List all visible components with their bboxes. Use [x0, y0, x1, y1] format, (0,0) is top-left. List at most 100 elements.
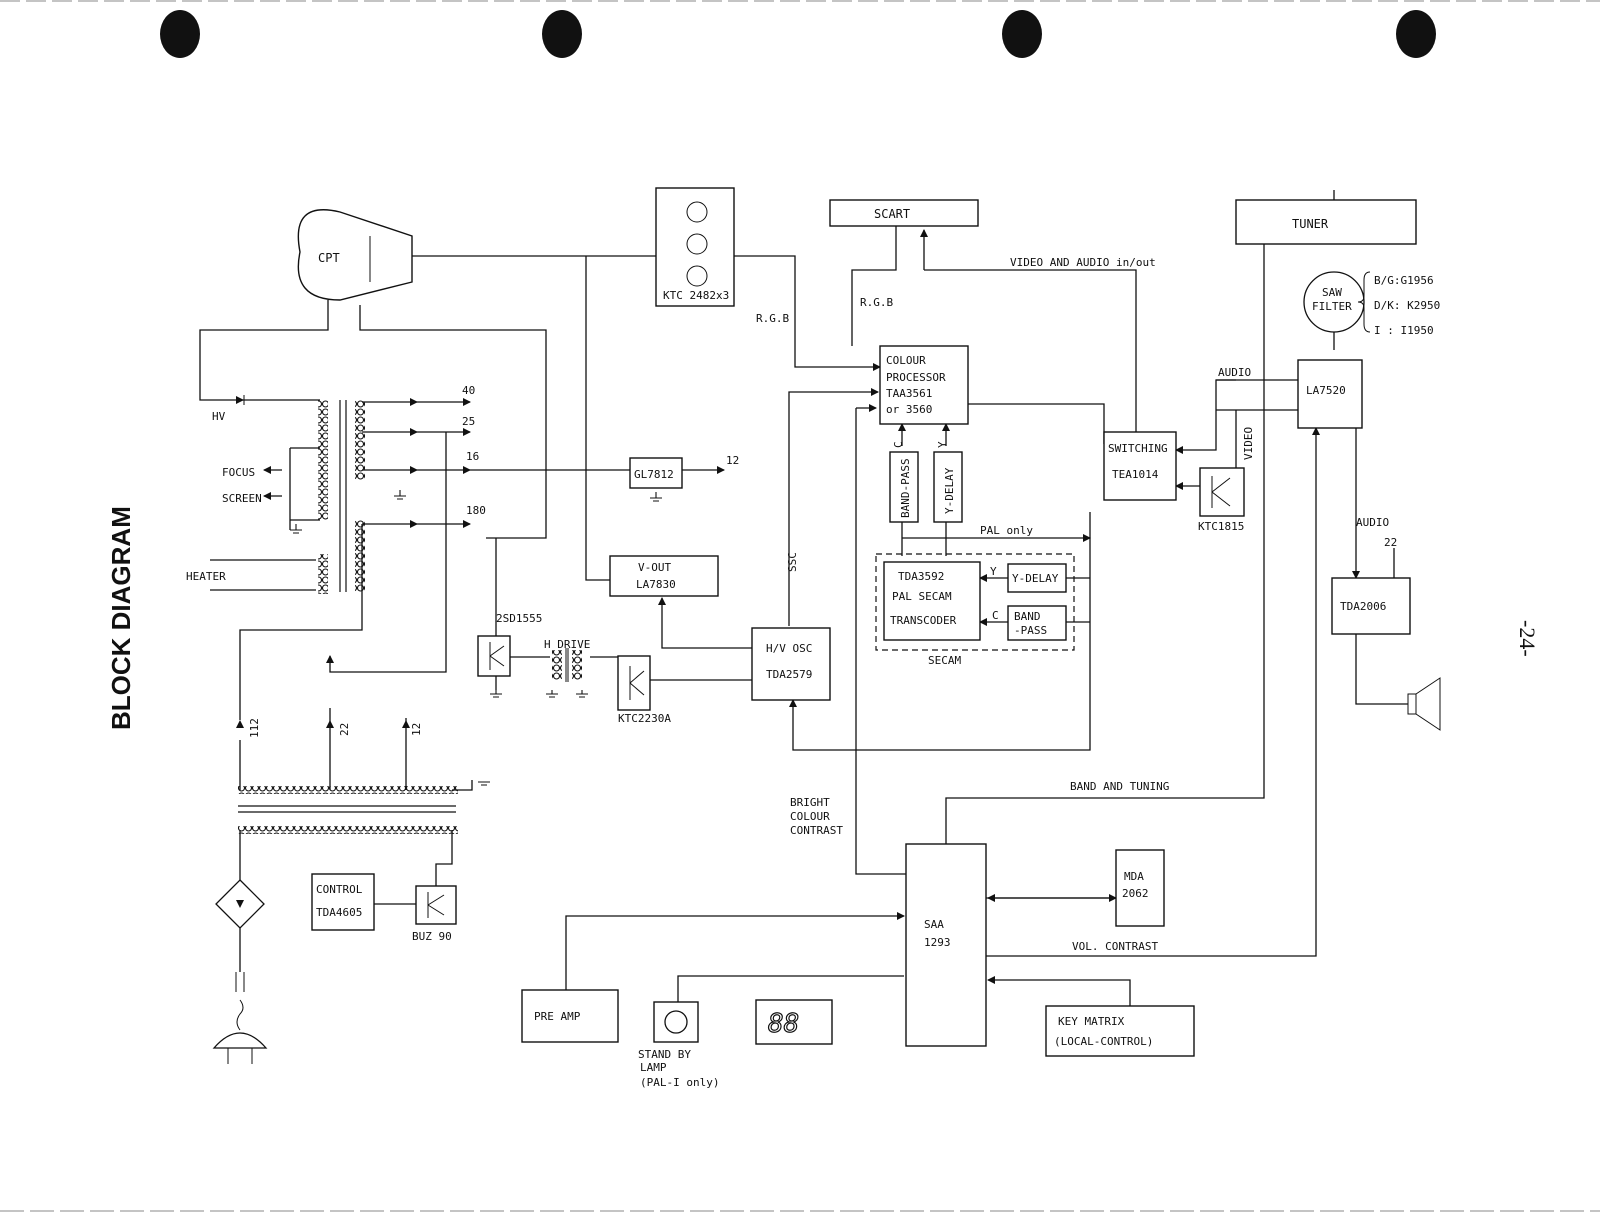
key-matrix-block: KEY MATRIX (LOCAL-CONTROL)	[1045, 1005, 1195, 1057]
scart-label: SCART	[874, 207, 910, 221]
ktc2230a-transistor	[617, 655, 651, 711]
h-drive-transformer	[552, 648, 582, 682]
page-number: -24-	[1515, 620, 1540, 657]
y-delay-label: Y-DELAY	[1012, 572, 1059, 585]
cpt-block: CPT	[297, 209, 413, 301]
tda2006-block: TDA2006	[1331, 577, 1411, 635]
pre-amp-label: PRE AMP	[534, 1010, 581, 1023]
tda3592-label-2: PAL SECAM	[892, 590, 952, 603]
bridge-rectifier	[215, 879, 265, 929]
switching-label-2: TEA1014	[1112, 468, 1159, 481]
control-label-1: CONTROL	[316, 883, 363, 896]
audio-top-label: AUDIO	[1218, 366, 1251, 379]
tda3592-label-3: TRANSCODER	[890, 614, 957, 627]
v40-label: 40	[462, 384, 475, 397]
mda2062-block: MDA 2062	[1115, 849, 1165, 927]
annotations: HV FOCUS SCREEN HEATER 40 25 16 180 12 R…	[186, 256, 1397, 1089]
ktc1815-label: KTC1815	[1198, 520, 1244, 533]
secam-module: TDA3592 PAL SECAM TRANSCODER Y-DELAY BAN…	[875, 553, 1075, 667]
vol-contrast-label: VOL. CONTRAST	[1072, 940, 1158, 953]
rgb-scart-label: R.G.B	[860, 296, 893, 309]
saa-label-2: 1293	[924, 936, 951, 949]
tuner-block: TUNER	[1235, 199, 1417, 245]
ktc2482-block: KTC 2482x3	[655, 187, 735, 307]
h-drive-label: H DRIVE	[544, 638, 590, 651]
v-out-label-2: LA7830	[636, 578, 676, 591]
switching-label-1: SWITCHING	[1108, 442, 1168, 455]
band-tuning-label: BAND AND TUNING	[1070, 780, 1169, 793]
v-out-label-1: V-OUT	[638, 561, 671, 574]
control-tda4605-block: CONTROL TDA4605	[311, 873, 375, 931]
y-delay-v-label: Y-DELAY	[943, 467, 956, 514]
ssc-label: SSC	[786, 552, 799, 572]
saw-filter-block: SAW FILTER B/G:G1956 D/K: K2950 I : I195…	[1303, 271, 1440, 337]
v12-label: 12	[410, 723, 423, 736]
speaker-icon	[1407, 677, 1441, 731]
standby-lamp	[653, 1001, 699, 1043]
cp-label-4: or 3560	[886, 403, 932, 416]
colour-processor-block: COLOUR PROCESSOR TAA3561 or 3560	[879, 345, 969, 425]
video-audio-label: VIDEO AND AUDIO in/out	[1010, 256, 1156, 269]
screen-label: SCREEN	[222, 492, 262, 505]
saw-option-dk: D/K: K2950	[1374, 299, 1440, 312]
y-delay-vertical-block: Y-DELAY	[933, 451, 963, 523]
saa-label-1: SAA	[924, 918, 944, 931]
cp-label-2: PROCESSOR	[886, 371, 946, 384]
buz90-transistor	[415, 885, 457, 925]
pre-amp-block: PRE AMP	[521, 989, 619, 1043]
video-v-label: VIDEO	[1242, 427, 1255, 460]
contrast-label: CONTRAST	[790, 824, 843, 837]
v16-label: 16	[466, 450, 479, 463]
saw-label-1: SAW	[1322, 286, 1342, 299]
hv-label: HV	[212, 410, 226, 423]
c-top-label: C	[892, 441, 905, 448]
la7520-label: LA7520	[1306, 384, 1346, 397]
tda3592-label-1: TDA3592	[898, 570, 944, 583]
cpt-label: CPT	[318, 251, 340, 265]
bright-label: BRIGHT	[790, 796, 830, 809]
buz90-label: BUZ 90	[412, 930, 452, 943]
saw-option-bg: B/G:G1956	[1374, 274, 1434, 287]
lamp-label: LAMP	[640, 1061, 667, 1074]
pal-i-label: (PAL-I only)	[640, 1076, 719, 1089]
switching-block: SWITCHING TEA1014	[1103, 431, 1177, 501]
c-small-label: C	[992, 609, 999, 622]
audio-right-label: AUDIO	[1356, 516, 1389, 529]
display-digits: 88	[768, 1009, 799, 1039]
key-matrix-label-2: (LOCAL-CONTROL)	[1054, 1035, 1153, 1048]
ktc2230a-label: KTC2230A	[618, 712, 671, 725]
hv-osc-block: H/V OSC TDA2579	[751, 627, 831, 701]
mda-label-1: MDA	[1124, 870, 1144, 883]
diagram-title: BLOCK DIAGRAM	[106, 506, 136, 730]
gl7812-label: GL7812	[634, 468, 674, 481]
saw-option-i: I : I1950	[1374, 324, 1434, 337]
mains-plug-icon	[212, 972, 268, 1064]
pal-only-label: PAL only	[980, 524, 1033, 537]
v112-label: 112	[248, 718, 261, 738]
ktc1815-block: KTC1815	[1198, 467, 1245, 533]
hv-osc-label-1: H/V OSC	[766, 642, 812, 655]
hv-osc-label-2: TDA2579	[766, 668, 812, 681]
colour-label: COLOUR	[790, 810, 830, 823]
v12-out-label: 12	[726, 454, 739, 467]
secam-label: SECAM	[928, 654, 961, 667]
band-pass-v-label: BAND-PASS	[899, 458, 912, 518]
v22-label: 22	[338, 723, 351, 736]
v25-label: 25	[462, 415, 475, 428]
power-transformer	[238, 786, 458, 834]
saw-label-2: FILTER	[1312, 300, 1352, 313]
seven-segment-display: 88	[755, 999, 833, 1045]
band-pass-label-1: BAND	[1014, 610, 1041, 623]
diodes	[236, 395, 418, 728]
saa1293-block: SAA 1293	[905, 843, 987, 1047]
control-label-2: TDA4605	[316, 906, 362, 919]
wires	[199, 190, 1408, 1006]
2sd1555-transistor	[477, 635, 511, 677]
v180-label: 180	[466, 504, 486, 517]
y-top-label: Y	[936, 441, 949, 448]
cp-label-1: COLOUR	[886, 354, 926, 367]
mda-label-2: 2062	[1122, 887, 1149, 900]
tuner-label: TUNER	[1292, 217, 1329, 231]
cp-label-3: TAA3561	[886, 387, 932, 400]
